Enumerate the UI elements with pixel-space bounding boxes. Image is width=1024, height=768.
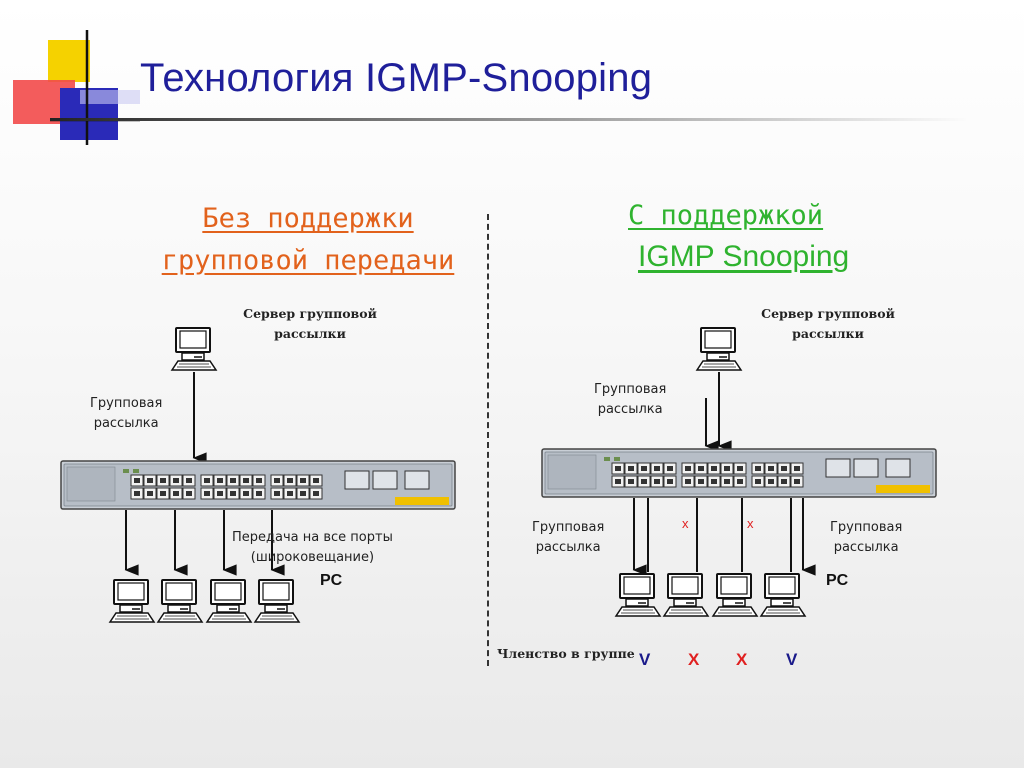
membership-mark: V (639, 650, 651, 669)
left-server-computer-icon (171, 327, 217, 371)
left-server-label-line1: Сервер групповой (243, 306, 377, 321)
right-server-label-line2: рассылки (792, 326, 864, 341)
left-server-label: Сервер групповой рассылки (226, 304, 394, 344)
left-pc-icon (254, 579, 300, 623)
right-multicast-label-line2: рассылка (597, 402, 663, 417)
right-network-switch-icon (541, 448, 937, 498)
membership-label: Членство в группе (497, 646, 635, 661)
right-heading-line1: С поддержкой (628, 200, 824, 231)
right-heading-line2: IGMP Snooping (638, 240, 850, 273)
right-multicast-label-line1: Групповая (594, 382, 667, 397)
membership-mark: X (736, 650, 748, 669)
right-pc-icon (615, 573, 661, 617)
left-heading: Без поддержки групповой передачи (138, 198, 478, 282)
right-server-label-line1: Сервер групповой (761, 306, 895, 321)
left-multicast-label-line1: Групповая (90, 396, 163, 411)
right-left-out-label-line2: рассылка (535, 540, 601, 555)
membership-mark: V (786, 650, 798, 669)
right-server-label: Сервер групповой рассылки (744, 304, 912, 344)
title-underline (50, 118, 970, 121)
right-multicast-label: Групповая рассылка (594, 380, 666, 420)
section-divider (487, 214, 489, 666)
left-multicast-label: Групповая рассылка (90, 394, 162, 434)
right-pc-icon (760, 573, 806, 617)
left-heading-line2: групповой передачи (161, 245, 455, 276)
membership-mark: X (688, 650, 700, 669)
left-pc-label: PC (320, 572, 343, 589)
left-pc-icon (109, 579, 155, 623)
left-heading-line1: Без поддержки (202, 203, 414, 234)
left-broadcast-label: Передача на все порты (широковещание) (232, 528, 393, 568)
right-pc-label: PC (826, 572, 849, 589)
blocked-port-mark: x (747, 516, 754, 531)
blocked-port-mark: x (682, 516, 689, 531)
right-left-out-label: Групповая рассылка (532, 518, 604, 558)
left-broadcast-label-line2: (широковещание) (250, 550, 375, 565)
left-pc-icon (206, 579, 252, 623)
left-network-switch-icon (60, 460, 456, 510)
left-pc-icon (157, 579, 203, 623)
right-pc-icon (712, 573, 758, 617)
left-server-label-line2: рассылки (274, 326, 346, 341)
slide-title: Технология IGMP-Snooping (140, 56, 653, 100)
left-multicast-label-line2: рассылка (93, 416, 159, 431)
left-broadcast-label-line1: Передача на все порты (232, 530, 393, 545)
right-pc-icon (663, 573, 709, 617)
right-right-out-label-line2: рассылка (833, 540, 899, 555)
right-right-out-label: Групповая рассылка (830, 518, 902, 558)
right-server-computer-icon (696, 327, 742, 371)
right-right-out-label-line1: Групповая (830, 520, 903, 535)
right-left-out-label-line1: Групповая (532, 520, 605, 535)
